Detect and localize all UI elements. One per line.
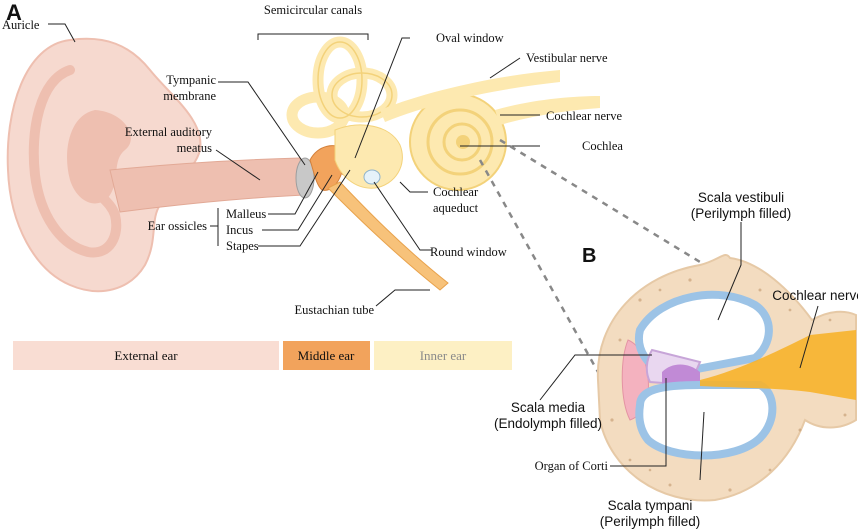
label-oval-window: Oval window <box>436 31 504 45</box>
label-vestibular-nerve: Vestibular nerve <box>526 51 608 65</box>
panel-b-artwork <box>596 254 857 502</box>
label-round-window: Round window <box>430 245 507 259</box>
cochlear-nerve-shape <box>495 96 600 125</box>
panel-a-labels: A Auricle Semicircular canals Oval windo… <box>2 0 623 317</box>
region-bar: External ear Middle ear Inner ear <box>13 341 512 370</box>
label-cochlear-aqueduct-line2: aqueduct <box>433 201 479 215</box>
label-stapes: Stapes <box>226 239 259 253</box>
organ-of-corti-shape <box>662 364 700 384</box>
region-inner-label: Inner ear <box>420 348 467 363</box>
label-cochlear-aqueduct-line1: Cochlear <box>433 185 479 199</box>
label-scala-vestibuli-line2: (Perilymph filled) <box>691 206 792 221</box>
label-incus: Incus <box>226 223 253 237</box>
label-scala-media-line1: Scala media <box>511 400 586 415</box>
label-organ-of-corti: Organ of Corti <box>535 459 609 473</box>
label-external-auditory-meatus-line1: External auditory <box>125 125 213 139</box>
label-scala-vestibuli-line1: Scala vestibuli <box>698 190 784 205</box>
round-window-shape <box>363 169 381 185</box>
eustachian-tube-shape <box>327 181 449 291</box>
cochlear-nerve-b-shape <box>700 330 856 400</box>
label-scala-media-line2: (Endolymph filled) <box>494 416 602 431</box>
region-inner-bar <box>374 341 512 370</box>
panel-a-leader-lines <box>48 23 540 307</box>
scala-tympani-shape <box>635 381 777 460</box>
panel-a-artwork <box>6 36 600 293</box>
panel-b-letter: B <box>582 245 596 267</box>
label-scala-tympani-line1: Scala tympani <box>608 498 693 513</box>
zoom-connectors <box>478 138 701 373</box>
region-external-label: External ear <box>114 348 178 363</box>
panel-b-leader-lines <box>539 222 819 481</box>
vestibule-shape <box>334 124 403 189</box>
label-eustachian-tube: Eustachian tube <box>295 303 375 317</box>
panel-b-labels: B Scala vestibuli (Perilymph filled) Coc… <box>494 190 858 529</box>
label-cochlear-nerve-b: Cochlear nerve <box>772 288 858 303</box>
label-tympanic-membrane-line1: Tympanic <box>166 73 216 87</box>
semicircular-canals-shape <box>286 36 398 139</box>
label-semicircular-canals: Semicircular canals <box>264 3 362 17</box>
vestibular-nerve-shape <box>380 70 560 122</box>
label-tympanic-membrane-line2: membrane <box>163 89 216 103</box>
region-middle-bar <box>283 341 370 370</box>
label-malleus: Malleus <box>226 207 266 221</box>
label-cochlea: Cochlea <box>582 139 623 153</box>
label-ear-ossicles: Ear ossicles <box>148 219 207 233</box>
label-external-auditory-meatus-line2: meatus <box>177 141 213 155</box>
panel-a-letter: A <box>6 0 22 25</box>
region-middle-label: Middle ear <box>298 348 355 363</box>
label-scala-tympani-line2: (Perilymph filled) <box>600 514 701 529</box>
region-external-bar <box>13 341 279 370</box>
label-auricle: Auricle <box>2 18 40 32</box>
label-cochlear-nerve: Cochlear nerve <box>546 109 622 123</box>
